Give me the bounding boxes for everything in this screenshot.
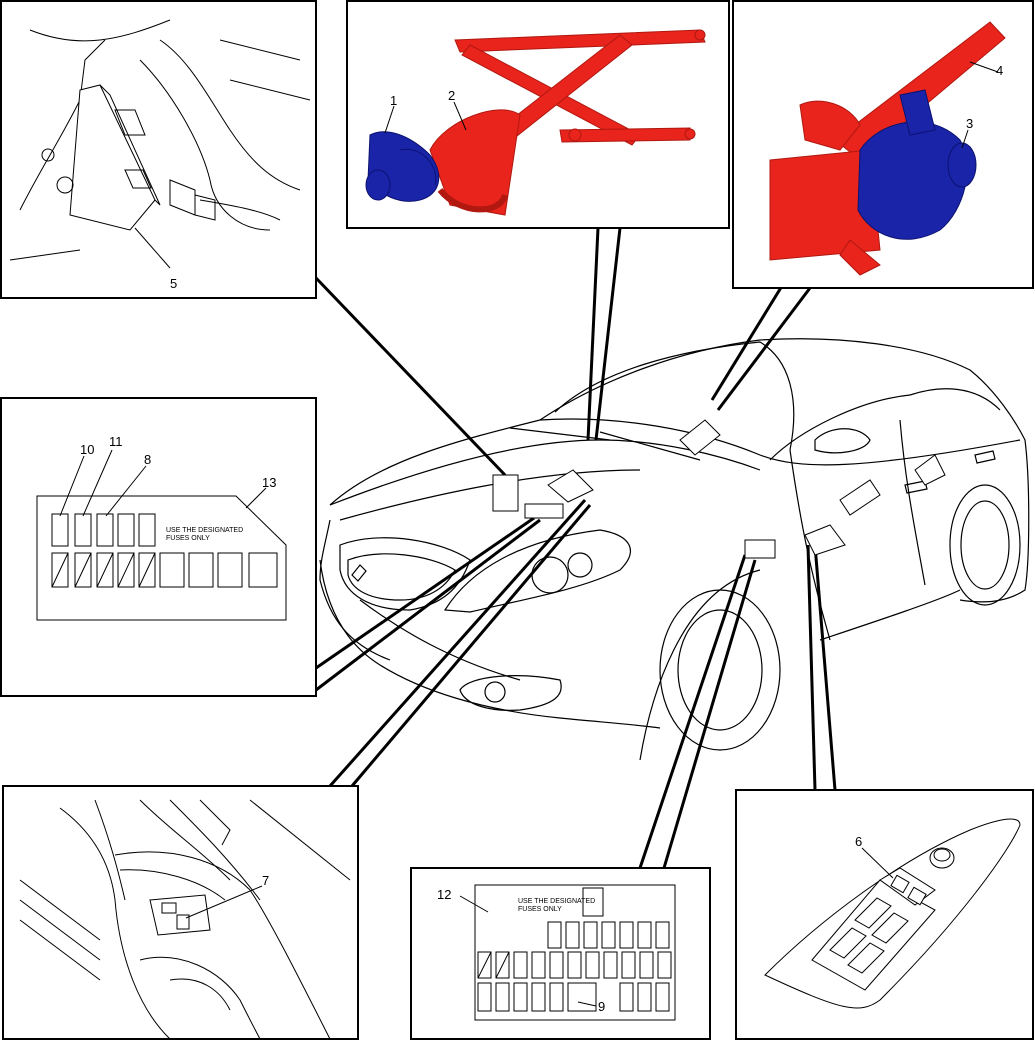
callout-8: 8 xyxy=(144,452,151,467)
bcm-module-mini xyxy=(492,474,519,512)
junction-warning-line1: USE THE DESIGNATED xyxy=(518,898,595,905)
front-regulator-arms xyxy=(429,29,706,216)
rear-regulator-mini xyxy=(839,479,881,516)
car-illustration xyxy=(319,338,1030,761)
callout-10: 10 xyxy=(80,442,94,457)
rear-motor xyxy=(857,89,977,240)
panel-driver-switch: 6 xyxy=(735,789,1034,1040)
panel-front-regulator: 1 2 xyxy=(346,0,730,229)
callout-1: 1 xyxy=(390,93,397,108)
panel-rear-regulator: 4 3 xyxy=(732,0,1034,289)
front-motor xyxy=(365,131,440,202)
callout-13: 13 xyxy=(262,475,276,490)
callout-11: 11 xyxy=(109,434,123,449)
fuse-row-top xyxy=(51,513,156,547)
callout-7: 7 xyxy=(262,873,269,888)
car-components xyxy=(492,419,946,559)
panel-junction-fuse-box: USE THE DESIGNATED FUSES ONLY 12 9 xyxy=(410,867,711,1040)
junction-box-mini xyxy=(744,539,776,559)
callout-5: 5 xyxy=(170,276,177,291)
regulator-mini-front xyxy=(547,469,594,503)
switch-mini xyxy=(804,524,846,556)
panel-passenger-switch: 7 xyxy=(2,785,359,1040)
leader-lines xyxy=(314,227,837,869)
fuse-box-mini xyxy=(524,503,564,519)
fuse-warning-line1: USE THE DESIGNATED xyxy=(166,527,243,534)
fuse-warning-line2: FUSES ONLY xyxy=(166,535,210,542)
junction-fuses xyxy=(477,887,672,1012)
callout-2: 2 xyxy=(448,88,455,103)
callout-9: 9 xyxy=(598,999,605,1014)
regulator-mini-top xyxy=(679,419,721,456)
callout-4: 4 xyxy=(996,63,1003,78)
panel-bcm: 5 xyxy=(0,0,317,299)
panel-main-fuse-box: USE THE DESIGNATED FUSES ONLY 10 11 8 13 xyxy=(0,397,317,697)
callout-6: 6 xyxy=(855,834,862,849)
junction-warning-line2: FUSES ONLY xyxy=(518,906,562,913)
callout-12: 12 xyxy=(437,887,451,902)
rear-door-mini xyxy=(914,454,946,486)
callout-3: 3 xyxy=(966,116,973,131)
fuse-row-bottom xyxy=(51,552,278,588)
